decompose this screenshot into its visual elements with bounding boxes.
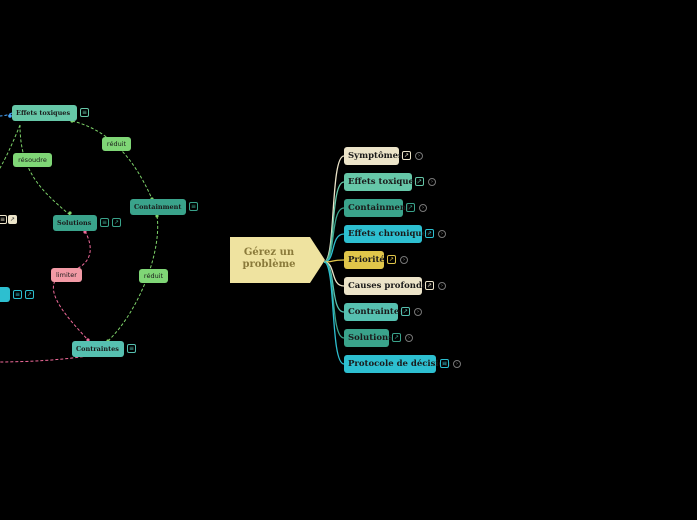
root-node[interactable]: Gérez un problème bbox=[230, 237, 325, 283]
relation-label: limiter bbox=[56, 271, 77, 279]
expand-icon[interactable]: › bbox=[400, 256, 408, 264]
expand-icon[interactable]: › bbox=[419, 204, 427, 212]
relation-tag-limiter[interactable]: limiter bbox=[51, 268, 82, 282]
expand-icon[interactable]: › bbox=[453, 360, 461, 368]
expand-icon[interactable]: › bbox=[405, 334, 413, 342]
branch-label: Containment bbox=[348, 203, 410, 213]
expand-icon[interactable]: › bbox=[414, 308, 422, 316]
link-icon[interactable]: ↗ bbox=[25, 290, 34, 299]
notes-icon[interactable]: ≡ bbox=[100, 218, 109, 227]
partial-node-edge[interactable] bbox=[0, 287, 10, 302]
concept-node-effets-toxiques[interactable]: Effets toxiques bbox=[12, 105, 77, 121]
branch-protocole-de-decision[interactable]: Protocole de décision bbox=[344, 355, 451, 373]
relation-tag-resoudre[interactable]: résoudre bbox=[13, 153, 52, 167]
branch-symptomes[interactable]: Symptômes bbox=[344, 147, 403, 165]
link-icon[interactable]: ↗ bbox=[8, 215, 17, 224]
relation-label: réduit bbox=[106, 140, 127, 148]
relation-tag-reduit[interactable]: réduit bbox=[102, 137, 131, 151]
concept-node-solutions[interactable]: Solutions bbox=[53, 215, 97, 231]
expand-icon[interactable]: › bbox=[415, 152, 423, 160]
branch-label: Effets toxiques bbox=[348, 177, 419, 187]
concept-node-label: Solutions bbox=[57, 219, 92, 227]
branch-label: Priorité bbox=[348, 255, 385, 265]
branch-label: Contraintes bbox=[348, 307, 405, 317]
expand-icon[interactable]: › bbox=[438, 230, 446, 238]
link-icon[interactable]: ↗ bbox=[112, 218, 121, 227]
concept-node-label: Containment bbox=[134, 203, 182, 211]
branch-effets-chroniques[interactable]: Effets chroniques bbox=[344, 225, 432, 243]
branch-label: Protocole de décision bbox=[348, 359, 451, 369]
notes-icon[interactable]: ≡ bbox=[440, 359, 449, 368]
branch-contraintes[interactable]: Contraintes bbox=[344, 303, 404, 321]
branch-causes-profondes[interactable]: Causes profondes bbox=[344, 277, 432, 295]
branch-priorite[interactable]: Priorité bbox=[344, 251, 385, 269]
expand-icon[interactable]: › bbox=[438, 282, 446, 290]
relation-label: résoudre bbox=[18, 156, 47, 164]
relation-label: réduit bbox=[143, 272, 164, 280]
branch-label: Solutions bbox=[348, 333, 394, 343]
notes-icon[interactable]: ≡ bbox=[13, 290, 22, 299]
expand-icon[interactable]: › bbox=[428, 178, 436, 186]
branch-solutions[interactable]: Solutions bbox=[344, 329, 393, 347]
branch-label: Effets chroniques bbox=[348, 229, 432, 239]
link-icon[interactable]: ↗ bbox=[406, 203, 415, 212]
notes-icon[interactable]: ≡ bbox=[189, 202, 198, 211]
concept-node-contraintes[interactable]: Contraintes bbox=[72, 341, 124, 357]
concept-node-label: Effets toxiques bbox=[16, 109, 71, 117]
link-icon[interactable]: ↗ bbox=[387, 255, 396, 264]
branch-containment[interactable]: Containment bbox=[344, 199, 410, 217]
link-icon[interactable]: ↗ bbox=[415, 177, 424, 186]
root-label: Gérez un problème bbox=[242, 247, 296, 270]
concept-node-label: Contraintes bbox=[76, 345, 119, 353]
link-icon[interactable]: ↗ bbox=[392, 333, 401, 342]
link-icon[interactable]: ↗ bbox=[402, 151, 411, 160]
notes-icon[interactable]: ≡ bbox=[80, 108, 89, 117]
branch-effets-toxiques[interactable]: Effets toxiques bbox=[344, 173, 419, 191]
branch-label: Causes profondes bbox=[348, 281, 433, 291]
link-icon[interactable]: ↗ bbox=[425, 281, 434, 290]
notes-icon[interactable]: ≡ bbox=[127, 344, 136, 353]
link-icon[interactable]: ↗ bbox=[425, 229, 434, 238]
link-icon[interactable]: ↗ bbox=[401, 307, 410, 316]
concept-node-containment[interactable]: Containment bbox=[130, 199, 186, 215]
notes-icon[interactable]: ≡ bbox=[0, 215, 7, 224]
relation-tag-reduit[interactable]: réduit bbox=[139, 269, 168, 283]
branch-label: Symptômes bbox=[348, 151, 403, 161]
